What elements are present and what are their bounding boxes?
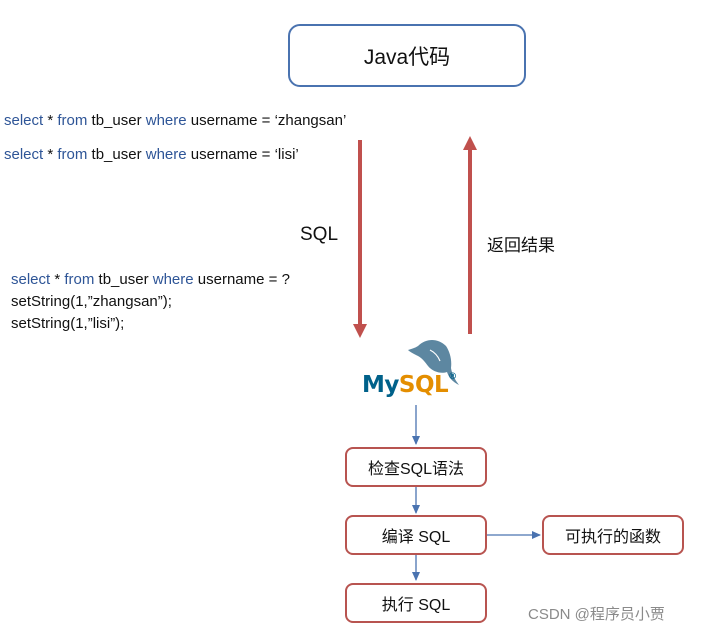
mysql-dolphin-icon (408, 340, 459, 385)
set-string-lisi: setString(1,”lisi”); (11, 315, 125, 332)
sql-statement-2: select * from tb_user where username = ‘… (4, 146, 299, 163)
execute-sql-label: 执行 SQL (381, 597, 451, 614)
request-down-arrow (353, 140, 367, 338)
return-result-label: 返回结果 (487, 236, 555, 255)
compile-sql-label: 编译 SQL (381, 529, 451, 546)
java-code-label: Java代码 (363, 45, 451, 69)
sql-statement-1: select * from tb_user where username = ‘… (4, 112, 347, 129)
executable-function-box: 可执行的函数 (542, 515, 684, 555)
mysql-logo: MySQL® (362, 372, 457, 398)
result-up-arrow (463, 136, 477, 334)
watermark: CSDN @程序员小贾 (528, 606, 665, 623)
sql-label: SQL (300, 224, 339, 245)
executable-function-label: 可执行的函数 (564, 529, 661, 546)
execute-sql-box: 执行 SQL (345, 583, 487, 623)
check-sql-syntax-label: 检查SQL语法 (367, 461, 465, 478)
java-code-box: Java代码 (288, 24, 526, 87)
set-string-zhangsan: setString(1,”zhangsan”); (11, 293, 172, 310)
compile-sql-box: 编译 SQL (345, 515, 487, 555)
prepared-statement-query: select * from tb_user where username = ? (11, 271, 290, 288)
check-sql-syntax-box: 检查SQL语法 (345, 447, 487, 487)
